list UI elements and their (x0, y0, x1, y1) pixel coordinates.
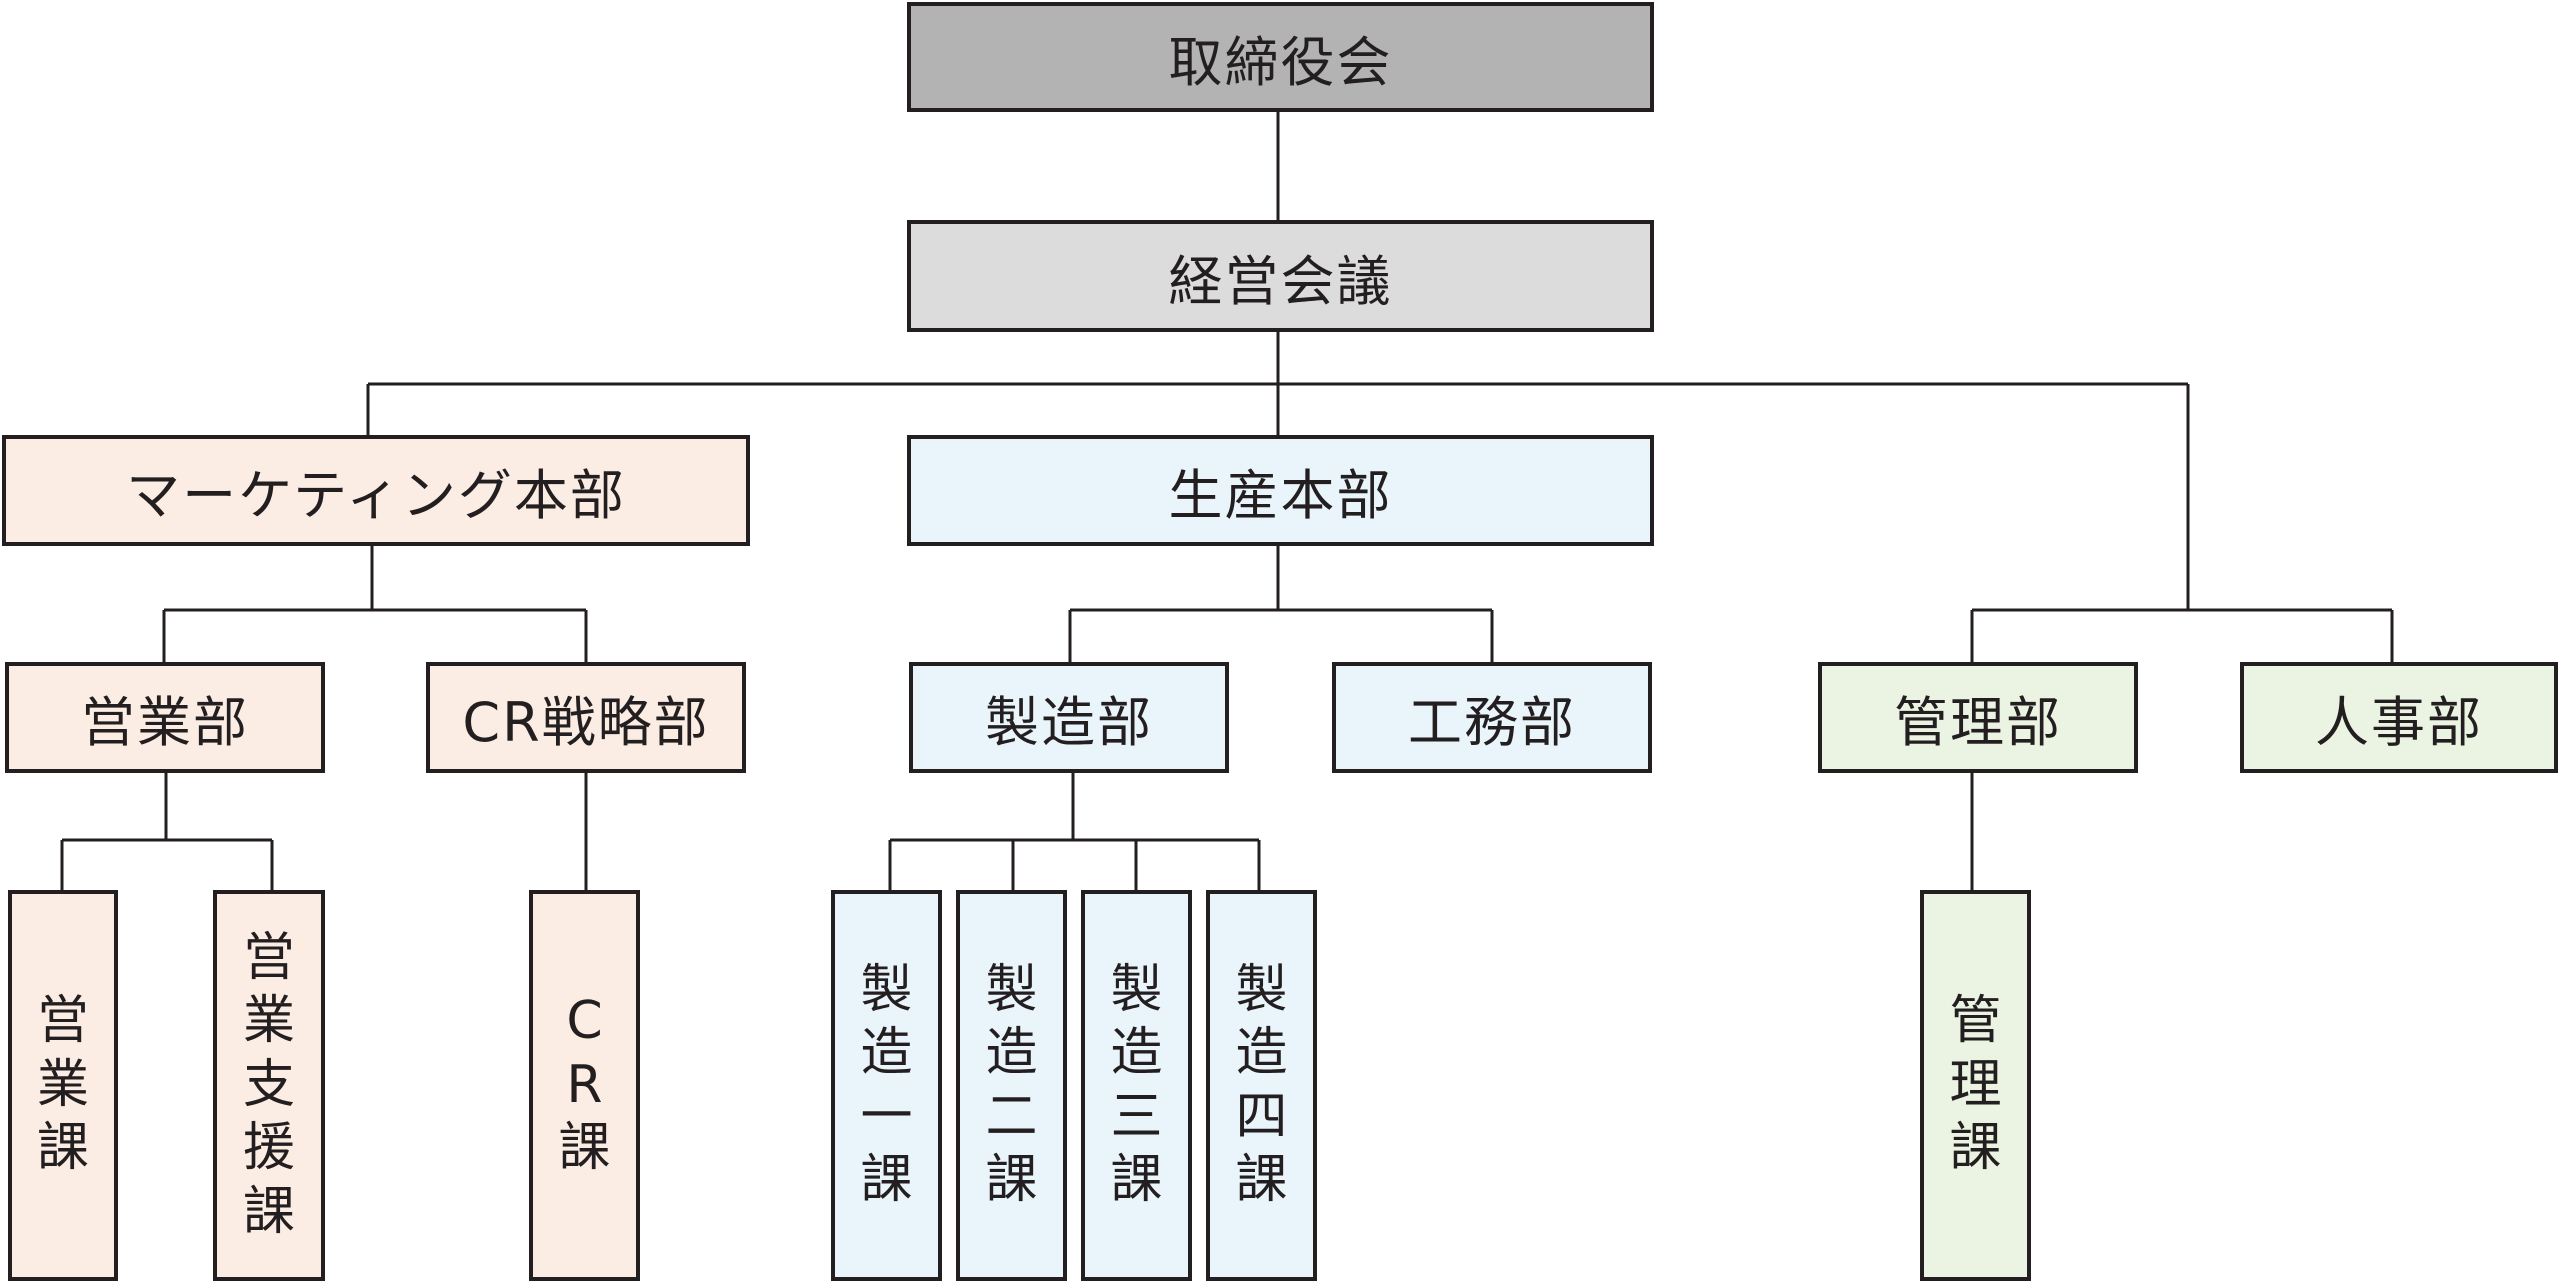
node-label: 管理部 (1894, 691, 2062, 754)
node-label-char: 課 (36, 1118, 89, 1179)
node-label-char: 三 (1110, 1086, 1163, 1147)
node-label-char: 営 (242, 927, 295, 988)
node-label-char: 課 (558, 1118, 611, 1179)
node-label: 生産本部 (1168, 464, 1393, 527)
node-label-char: 製 (860, 959, 913, 1020)
node-label-char: 造 (1235, 1023, 1288, 1084)
node-label: 取締役会 (1168, 30, 1393, 94)
node-label-char: 課 (1949, 1118, 2002, 1179)
node-label-char: 業 (242, 991, 295, 1052)
node-label-char: 造 (985, 1023, 1038, 1084)
node-label-char: 援 (242, 1118, 295, 1179)
node-label-char: 二 (985, 1086, 1038, 1147)
node-sales-dept: 営業部 (5, 662, 325, 773)
node-label-char: 課 (860, 1149, 913, 1210)
node-label-char: 課 (242, 1181, 295, 1242)
node-board: 取締役会 (907, 2, 1654, 112)
node-label-char: 営 (36, 991, 89, 1052)
node-label-char: 課 (1235, 1149, 1288, 1210)
node-admin-section: 管理課 (1920, 890, 2031, 1281)
node-management-meeting: 経営会議 (907, 220, 1654, 332)
node-label-char: 管 (1949, 991, 2002, 1052)
node-sales-support-section: 営業支援課 (213, 890, 325, 1281)
node-label: 人事部 (2315, 691, 2483, 754)
node-mfg-section-3: 製造三課 (1081, 890, 1192, 1281)
node-label: 営業部 (81, 691, 249, 754)
node-cr-strategy-dept: CR戦略部 (426, 662, 746, 773)
node-label-char: 支 (242, 1054, 295, 1115)
node-label-char: R (566, 1054, 603, 1115)
node-label: マーケティング本部 (126, 464, 626, 527)
node-mfg-section-2: 製造二課 (956, 890, 1067, 1281)
node-label-char: 四 (1235, 1086, 1288, 1147)
node-sales-section: 営業課 (8, 890, 118, 1281)
node-label: 経営会議 (1168, 249, 1393, 313)
node-label: 製造部 (985, 691, 1153, 754)
node-marketing-hq: マーケティング本部 (2, 435, 750, 546)
node-label-char: 製 (1235, 959, 1288, 1020)
node-label-char: 製 (1110, 959, 1163, 1020)
node-label-char: C (566, 991, 603, 1052)
node-label-char: 業 (36, 1054, 89, 1115)
node-label-char: 理 (1949, 1054, 2002, 1115)
node-engineering-dept: 工務部 (1332, 662, 1652, 773)
node-label-char: 造 (1110, 1023, 1163, 1084)
node-label-char: 課 (985, 1149, 1038, 1210)
node-label-char: 造 (860, 1023, 913, 1084)
node-administration-dept: 管理部 (1818, 662, 2138, 773)
node-hr-dept: 人事部 (2240, 662, 2558, 773)
node-mfg-section-1: 製造一課 (831, 890, 942, 1281)
node-label: CR戦略部 (462, 691, 710, 754)
node-label-char: 課 (1110, 1149, 1163, 1210)
node-label-char: 一 (860, 1086, 913, 1147)
node-label-char: 製 (985, 959, 1038, 1020)
node-mfg-section-4: 製造四課 (1206, 890, 1317, 1281)
node-production-hq: 生産本部 (907, 435, 1654, 546)
node-label: 工務部 (1408, 691, 1576, 754)
node-manufacturing-dept: 製造部 (909, 662, 1229, 773)
